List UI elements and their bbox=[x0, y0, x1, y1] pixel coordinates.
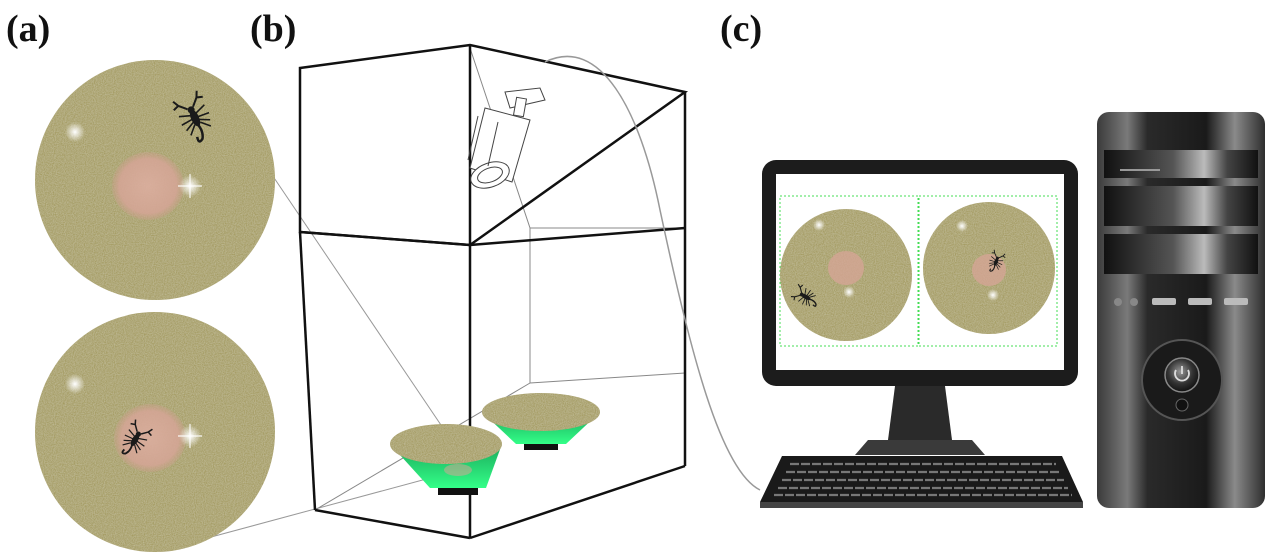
panel-a bbox=[35, 60, 471, 552]
camera-cable bbox=[544, 55, 761, 491]
panel-label-a: (a) bbox=[6, 8, 51, 50]
camera-icon bbox=[467, 87, 546, 189]
pc-tower-icon bbox=[1097, 112, 1265, 508]
box-frame bbox=[298, 43, 689, 540]
panel-label-b: (b) bbox=[250, 8, 297, 50]
video-split-screen bbox=[779, 195, 1058, 347]
panel-c bbox=[760, 112, 1265, 508]
arena-bowl-front bbox=[390, 424, 502, 495]
connector-line-top bbox=[261, 159, 471, 469]
panel-b bbox=[298, 43, 761, 540]
monitor-icon bbox=[762, 160, 1078, 455]
arena-bottom bbox=[35, 312, 275, 552]
keyboard-icon bbox=[760, 456, 1083, 508]
panel-label-c: (c) bbox=[720, 8, 763, 50]
arena-top bbox=[35, 60, 275, 300]
power-button bbox=[1164, 357, 1200, 393]
arena-bowl-back bbox=[482, 393, 600, 450]
